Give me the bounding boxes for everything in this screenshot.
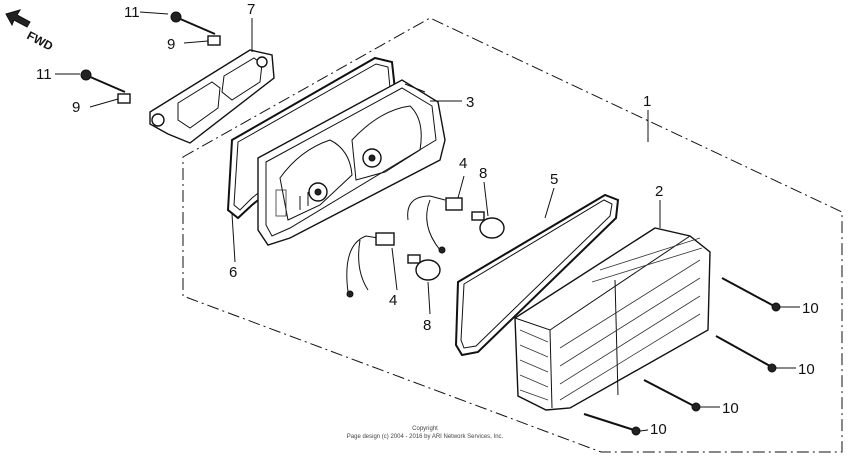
callout-5: 5	[550, 171, 558, 188]
bulb-lower	[407, 254, 441, 281]
fwd-indicator: FWD	[5, 9, 56, 54]
callout-1: 1	[643, 93, 651, 110]
callout-10-4: 10	[650, 421, 667, 438]
bulb-upper	[471, 211, 505, 239]
lens-gasket	[454, 193, 620, 357]
leader-lines	[55, 11, 800, 432]
callout-11-lower: 11	[36, 66, 52, 83]
mounting-plate	[149, 49, 275, 144]
callout-9-upper: 9	[167, 36, 175, 53]
screw-upper	[170, 11, 216, 35]
assembly-boundary	[182, 17, 843, 453]
copyright-line-2: Page design (c) 2004 - 2016 by ARI Netwo…	[347, 434, 504, 440]
copyright-line-1: Copyright	[412, 426, 438, 432]
callout-4-lower: 4	[389, 292, 397, 309]
long-screw-2	[715, 335, 777, 373]
tail-lens	[514, 227, 711, 411]
long-screw-4	[583, 413, 641, 436]
fwd-label: FWD	[25, 28, 56, 53]
callout-8-lower: 8	[423, 317, 431, 334]
bulb-socket-lower	[346, 232, 395, 298]
callout-2: 2	[655, 183, 663, 200]
lamp-housing	[257, 79, 446, 246]
callout-10-2: 10	[798, 361, 815, 378]
fwd-arrow-icon	[5, 9, 31, 28]
long-screw-1	[721, 277, 781, 312]
screw-lower	[80, 69, 126, 93]
washer-upper	[207, 35, 221, 46]
bulb-socket-upper	[407, 195, 463, 254]
callout-6: 6	[229, 264, 237, 281]
callout-11-upper: 11	[124, 4, 140, 21]
callout-9-lower: 9	[72, 99, 80, 116]
callout-8-upper: 8	[479, 165, 487, 182]
callout-10-3: 10	[722, 400, 739, 417]
callout-10-1: 10	[802, 300, 819, 317]
callout-7: 7	[247, 1, 255, 18]
callout-4-upper: 4	[459, 155, 467, 172]
long-screw-3	[643, 379, 701, 412]
washer-lower	[117, 93, 131, 104]
callout-3: 3	[466, 94, 474, 111]
